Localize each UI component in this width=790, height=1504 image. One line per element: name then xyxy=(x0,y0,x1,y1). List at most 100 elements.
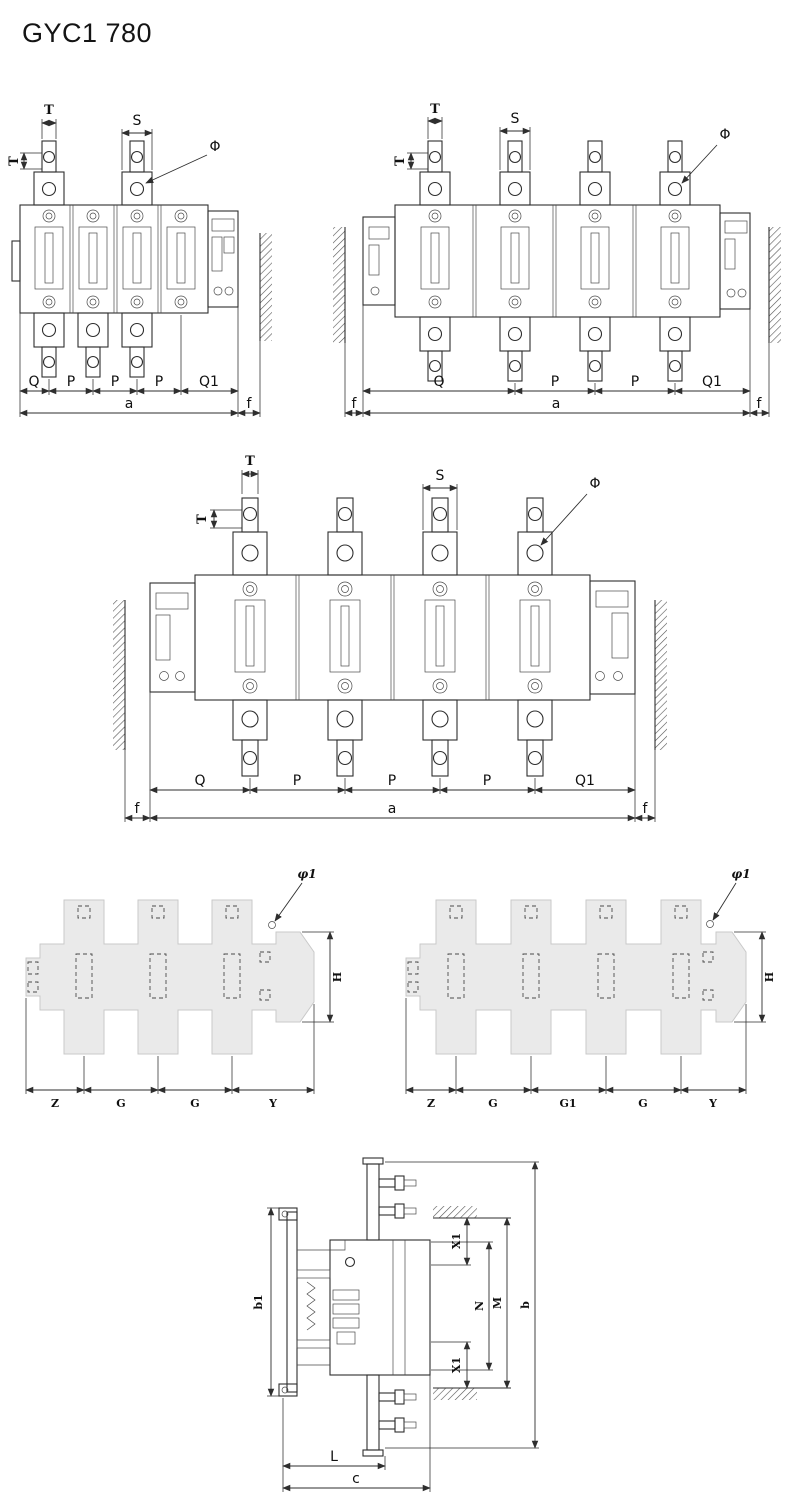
dim-label-g1: G1 xyxy=(559,1097,576,1110)
dim-label-p3: P xyxy=(483,773,491,789)
mounting-wall-hatch-right xyxy=(259,233,272,341)
bottom-terminal xyxy=(362,1374,417,1457)
dim-label-t-top: T xyxy=(44,103,54,118)
dimension-phi: Φ xyxy=(681,127,731,184)
footprint-outline xyxy=(405,899,747,1055)
dim-label-x1-top: X1 xyxy=(450,1233,463,1249)
dim-label-h: H xyxy=(763,972,776,982)
terminal-tabs-top xyxy=(232,497,553,576)
dim-label-h: H xyxy=(331,972,344,982)
terminal-tabs-bottom xyxy=(419,316,691,382)
dim-label-phi1: φ1 xyxy=(731,867,750,881)
dimension-S: S xyxy=(422,468,458,530)
mounting-wall-hatch-right xyxy=(654,600,667,750)
dimension-S: S xyxy=(499,111,531,170)
dim-label-t-top: T xyxy=(245,454,255,469)
contactor-body xyxy=(362,204,751,318)
terminal-tabs-top xyxy=(419,140,691,206)
dim-label-p1: P xyxy=(551,374,559,390)
dim-label-q1: Q1 xyxy=(702,374,722,390)
dimension-H: H xyxy=(302,931,344,1023)
contactor-body-side xyxy=(329,1239,431,1376)
dim-label-g1: G xyxy=(116,1097,125,1110)
dim-label-q: Q xyxy=(433,374,444,390)
dim-label-p1: P xyxy=(293,773,301,789)
dim-label-ga: G xyxy=(488,1097,497,1110)
dim-label-t-side: T xyxy=(7,156,22,166)
mounting-wall-hatch-left xyxy=(333,227,346,343)
dim-label-f-right: f xyxy=(643,801,649,817)
footprint-left: φ1 H Z G G Y xyxy=(25,867,344,1110)
dimension-T-side: T xyxy=(195,509,242,529)
dimension-T-side: T xyxy=(393,152,428,170)
mounting-wall-hatch-right xyxy=(768,227,781,343)
contactor-body xyxy=(11,204,239,314)
dim-label-s: S xyxy=(436,468,445,484)
terminal-tabs-bottom xyxy=(232,699,553,777)
rail-bracket xyxy=(278,1207,331,1397)
dim-label-p1: P xyxy=(67,374,75,390)
bottom-dimensions: Q P P P Q1 a f xyxy=(19,307,261,417)
dim-label-p2: P xyxy=(388,773,396,789)
footprint-slots xyxy=(407,905,714,1001)
dim-label-g2: G xyxy=(190,1097,199,1110)
contactor-body xyxy=(149,574,636,701)
dim-label-y: Y xyxy=(268,1097,277,1110)
dimension-T-top: T xyxy=(427,102,443,139)
dim-label-gb: G xyxy=(638,1097,647,1110)
dimension-H: H xyxy=(734,931,776,1023)
dim-label-f-right: f xyxy=(757,396,763,412)
dim-label-phi: Φ xyxy=(719,127,730,143)
footprint-slots xyxy=(27,905,271,1001)
terminal-tabs-bottom xyxy=(33,312,153,378)
dim-label-t-side: T xyxy=(195,514,210,524)
dim-label-z: Z xyxy=(51,1097,59,1110)
front-view-right: T T S Φ xyxy=(333,102,781,417)
dimension-phi: Φ xyxy=(540,476,601,546)
dim-label-y: Y xyxy=(708,1097,717,1110)
dim-label-p2: P xyxy=(631,374,639,390)
dim-label-t-side: T xyxy=(393,156,408,166)
dim-label-c: c xyxy=(352,1471,360,1487)
dim-label-b1: b1 xyxy=(252,1294,265,1309)
dimension-phi1: φ1 xyxy=(706,867,751,928)
dim-label-f-left: f xyxy=(352,396,358,412)
dim-label-f-left: f xyxy=(135,801,141,817)
terminal-tabs-top xyxy=(33,140,153,206)
bottom-dimensions: Q P P P Q1 a f f xyxy=(124,692,656,822)
dim-label-a: a xyxy=(125,396,134,412)
dim-label-a: a xyxy=(552,396,561,412)
dim-label-p3: P xyxy=(155,374,163,390)
dim-label-q: Q xyxy=(28,374,39,390)
bottom-dimensions: Z G G1 G Y xyxy=(405,998,747,1110)
footprint-outline xyxy=(25,899,315,1055)
dim-label-z: Z xyxy=(427,1097,435,1110)
dimension-T-side: T xyxy=(7,152,42,170)
front-view-left: T T S Φ xyxy=(7,103,272,417)
dim-label-x1-bottom: X1 xyxy=(450,1357,463,1373)
dimension-S: S xyxy=(121,113,153,170)
dim-label-phi: Φ xyxy=(209,139,220,155)
dim-label-phi: Φ xyxy=(589,476,600,492)
dim-label-n: N xyxy=(473,1301,486,1311)
panel-hatch-bottom xyxy=(433,1387,511,1400)
bottom-dimensions: L c xyxy=(282,1375,431,1492)
footprint-right: φ1 H Z G G1 G Y xyxy=(405,867,776,1110)
dim-label-phi1: φ1 xyxy=(297,867,316,881)
dim-label-f: f xyxy=(247,396,253,412)
bottom-dimensions: Q P P Q1 a f f xyxy=(344,305,770,417)
dim-label-s: S xyxy=(511,111,520,127)
dim-label-q1: Q1 xyxy=(199,374,219,390)
side-view: b1 X1 X1 N M b L c xyxy=(252,1157,539,1492)
dimension-b1: b1 xyxy=(252,1207,279,1397)
front-view-large: T T S Φ xyxy=(113,454,667,822)
mounting-wall-hatch-left xyxy=(113,600,126,750)
dim-label-s: S xyxy=(133,113,142,129)
dim-label-b: b xyxy=(519,1301,532,1309)
dimension-phi: Φ xyxy=(145,139,221,184)
dimension-T-top: T xyxy=(41,103,57,139)
dim-label-t-top: T xyxy=(430,102,440,117)
dim-label-p2: P xyxy=(111,374,119,390)
top-terminal xyxy=(362,1157,417,1241)
